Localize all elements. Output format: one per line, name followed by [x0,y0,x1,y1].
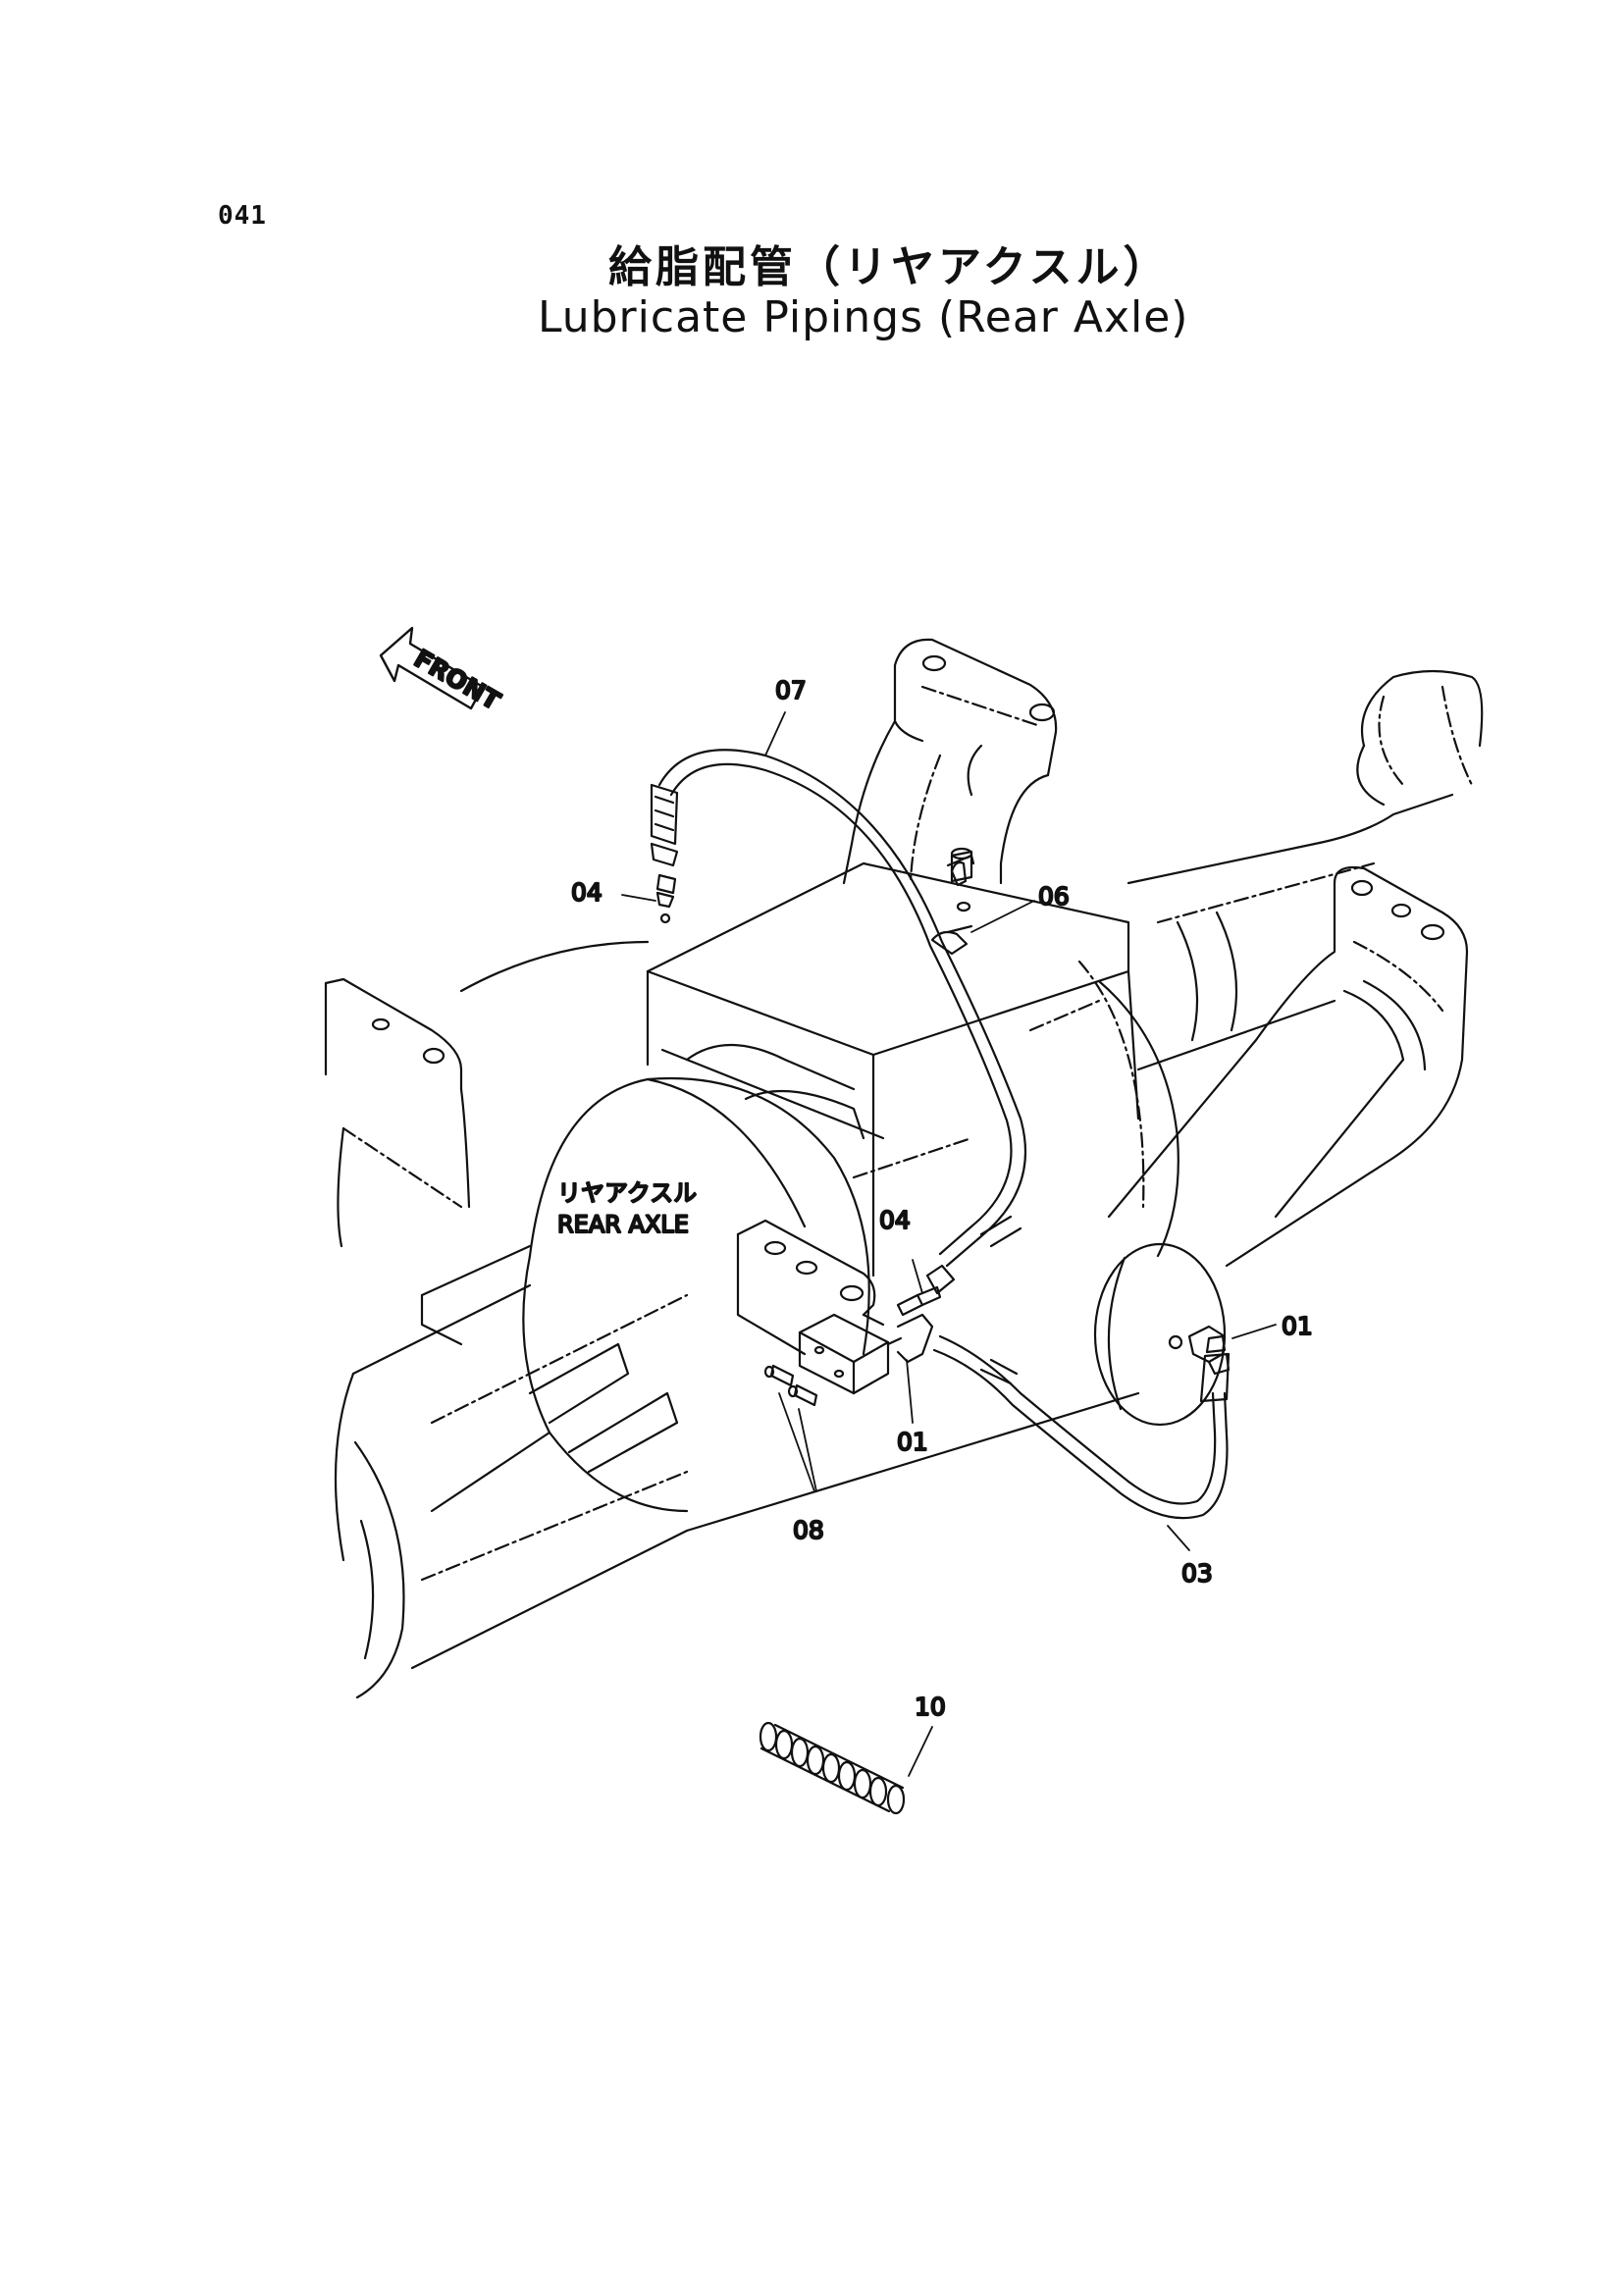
title-english: Lubricate Pipings (Rear Axle) [538,292,1189,342]
callout-08: 08 [793,1516,824,1544]
elbow-fitting-01-right [1187,1325,1231,1376]
lower-bracket [736,1219,885,1356]
callout-10: 10 [915,1693,946,1721]
grease-fitting-08-right [787,1383,818,1407]
differential-housing [646,861,1179,1277]
callout-01-bottom: 01 [897,1428,928,1456]
right-axle-housing [1126,793,1454,1071]
callout-03: 03 [1181,1559,1213,1588]
grease-nipple-04-mid [896,1285,942,1317]
callout-04-top: 04 [571,878,602,907]
bolt-06 [950,847,973,912]
hose-07-top-fitting [650,783,679,867]
hose-03 [932,1334,1229,1520]
callout-07: 07 [775,676,807,704]
right-mounting-arm [1107,865,1469,1268]
front-arrow-icon: FRONT [379,626,506,716]
grease-nipple-04-top [655,873,677,924]
grease-fitting-08-left [763,1364,795,1387]
callout-04-mid: 04 [879,1206,911,1234]
hose-07 [657,749,1027,1295]
right-wheel-hub [1093,1242,1227,1427]
distribution-block [798,1313,890,1395]
callout-01-right: 01 [1282,1312,1313,1340]
brake-drum: リヤアクスル REAR AXLE [522,1076,870,1513]
title-japanese: 給脂配管（リヤアクスル） [608,242,1171,292]
elbow-fitting-01-lower [886,1313,934,1364]
left-tire [353,1440,405,1699]
leader-lines [621,711,1277,1777]
rear-axle-label-ja: リヤアクスル [557,1179,697,1207]
page-number: 041 [218,201,267,231]
rear-axle-label-en: REAR AXLE [557,1211,689,1238]
left-axle-housing [334,1126,1140,1670]
upper-right-tire [1356,669,1484,807]
callout-06: 06 [1038,882,1070,911]
upper-mounting-bracket [842,638,1058,885]
spiral-hose-guard-10 [759,1721,906,1815]
left-upper-bracket [324,940,650,1209]
